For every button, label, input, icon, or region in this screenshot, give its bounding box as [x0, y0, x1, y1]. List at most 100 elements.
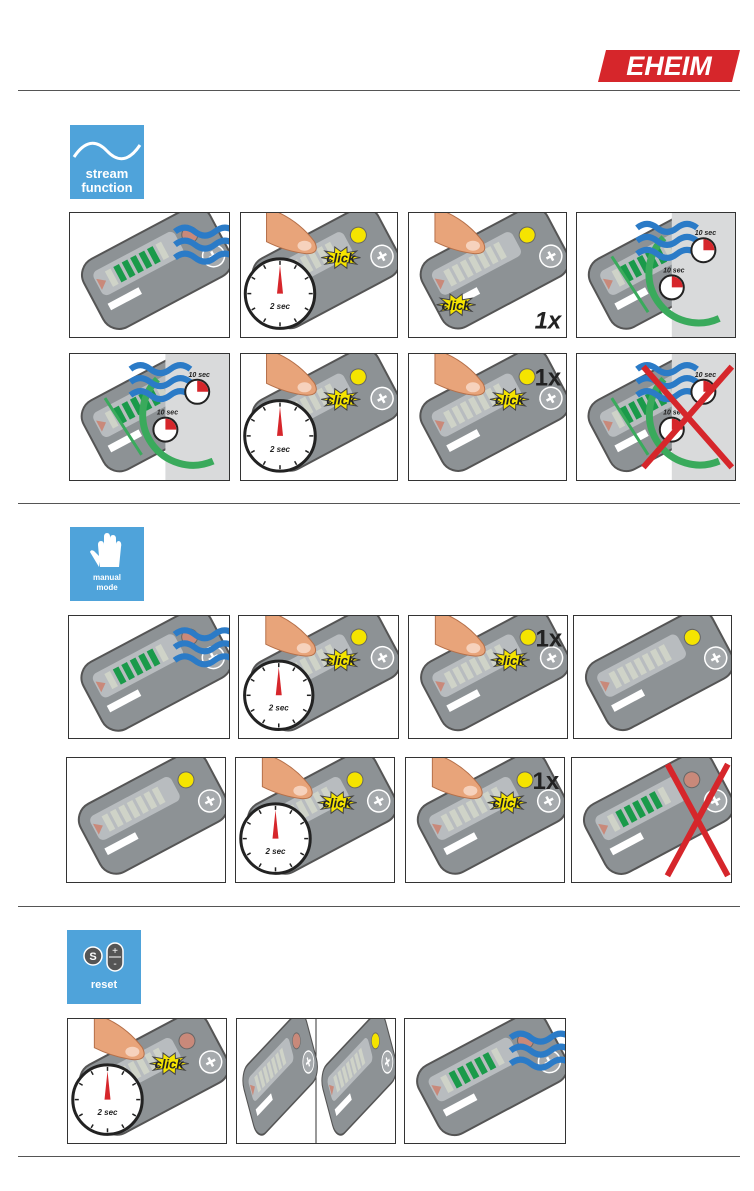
once-label: 1x [535, 365, 562, 392]
panel-illustration: 10 sec10 sec [577, 354, 735, 480]
fingernail [297, 643, 311, 653]
click-burst: click [318, 792, 357, 813]
panel-illustration [572, 758, 731, 882]
timer-label: 2 sec [96, 1108, 118, 1117]
timer-label: 2 sec [264, 847, 286, 856]
manual-label-1: manual [70, 574, 144, 582]
divider [18, 90, 740, 91]
timer-icon: 2 sec [245, 661, 313, 729]
illustration-panel: click 1x [408, 353, 567, 481]
illustration-panel: click 1x [405, 757, 565, 883]
illustration-panel [68, 615, 230, 739]
illustration-panel [66, 757, 226, 883]
illustration-panel [571, 757, 732, 883]
illustration-panel [573, 615, 732, 739]
click-label: click [155, 1057, 185, 1072]
click-label: click [326, 392, 356, 407]
panel-illustration: 10 sec 10 sec [70, 354, 229, 480]
click-label: click [442, 298, 472, 313]
panel-illustration: click 1x [406, 758, 564, 882]
click-burst: click [491, 649, 530, 670]
fingernail [466, 382, 480, 392]
illustration-panel [69, 212, 230, 338]
fingernail [298, 241, 312, 251]
panel-illustration: 2 sec click [236, 758, 394, 882]
illustration-panel: 2 sec click [240, 212, 398, 338]
control-panel [75, 616, 229, 737]
click-label: click [326, 251, 356, 266]
timer-10s-label: 10 sec [695, 230, 717, 237]
manual-label-2: mode [70, 584, 144, 592]
reset-icon: S + - reset [67, 930, 141, 1004]
click-label: click [323, 796, 353, 811]
illustration-panel: 2 sec click [67, 1018, 227, 1144]
panel-illustration [405, 1019, 565, 1143]
hand-icon [70, 531, 144, 575]
panel-illustration [574, 616, 731, 738]
illustration-panel: 2 sec click [240, 353, 398, 481]
control-panel [76, 213, 229, 335]
panel-illustration: 2 sec click [239, 616, 398, 738]
once-label: 1x [536, 626, 563, 653]
stream-label-2: function [70, 181, 144, 195]
fingernail [293, 786, 307, 796]
click-label: click [326, 653, 356, 668]
divider [18, 503, 740, 504]
panel-illustration: click 1x [409, 616, 567, 738]
click-burst: click [321, 389, 360, 410]
eheim-logo: EHEIM [598, 50, 740, 82]
click-label: click [496, 653, 526, 668]
left-device [240, 1019, 321, 1141]
panel-illustration: 2 sec click [241, 354, 397, 480]
s-key-label: S [89, 951, 96, 963]
timer-icon: 2 sec [241, 804, 310, 873]
timer-10s-label: 10 sec [695, 372, 717, 379]
click-label: click [495, 392, 525, 407]
divider [18, 906, 740, 907]
timer-10s-label: 10 sec [663, 267, 685, 274]
illustration-panel: click 1x [408, 615, 568, 739]
click-burst: click [488, 792, 527, 813]
manual-mode-icon: manual mode [70, 527, 144, 601]
control-panel [72, 758, 225, 880]
fingernail [466, 643, 480, 653]
control-panel [411, 1019, 565, 1141]
logo-text: EHEIM [626, 51, 712, 81]
divider [18, 1156, 740, 1157]
click-burst: click [321, 649, 360, 670]
click-burst: click [150, 1053, 189, 1074]
illustration-panel: click 1x [408, 212, 567, 338]
illustration-panel [404, 1018, 566, 1144]
fingernail [463, 786, 477, 796]
once-label: 1x [535, 307, 563, 334]
control-panel [240, 1019, 321, 1141]
once-label: 1x [533, 768, 560, 795]
control-panel [580, 616, 731, 736]
panel-illustration: click 1x [409, 213, 566, 337]
panel-illustration [69, 616, 229, 738]
panel-illustration: 2 sec click [241, 213, 397, 337]
control-panel [578, 758, 731, 880]
fingernail [298, 382, 312, 392]
timer-10s-label: 10 sec [188, 372, 210, 379]
click-burst: click [321, 247, 360, 268]
fingernail [466, 241, 480, 251]
panel-illustration: 10 sec 10 sec [577, 213, 735, 337]
plus-key-label: + [112, 946, 118, 957]
illustration-panel: 10 sec 10 sec [576, 212, 736, 338]
fingernail [125, 1047, 139, 1057]
timer-icon: 2 sec [73, 1065, 142, 1134]
stream-function-icon: stream function [70, 125, 144, 199]
small-timer [153, 418, 177, 442]
click-burst: click [437, 294, 476, 315]
timer-icon: 2 sec [245, 401, 316, 472]
panel-illustration [70, 213, 229, 337]
panel-illustration: click 1x [409, 354, 566, 480]
click-burst: click [490, 389, 529, 410]
timer-label: 2 sec [269, 302, 291, 311]
illustration-panel: 2 sec click [235, 757, 395, 883]
panel-illustration [237, 1019, 395, 1143]
timer-10s-label: 10 sec [157, 410, 179, 417]
timer-icon: 2 sec [245, 259, 314, 328]
